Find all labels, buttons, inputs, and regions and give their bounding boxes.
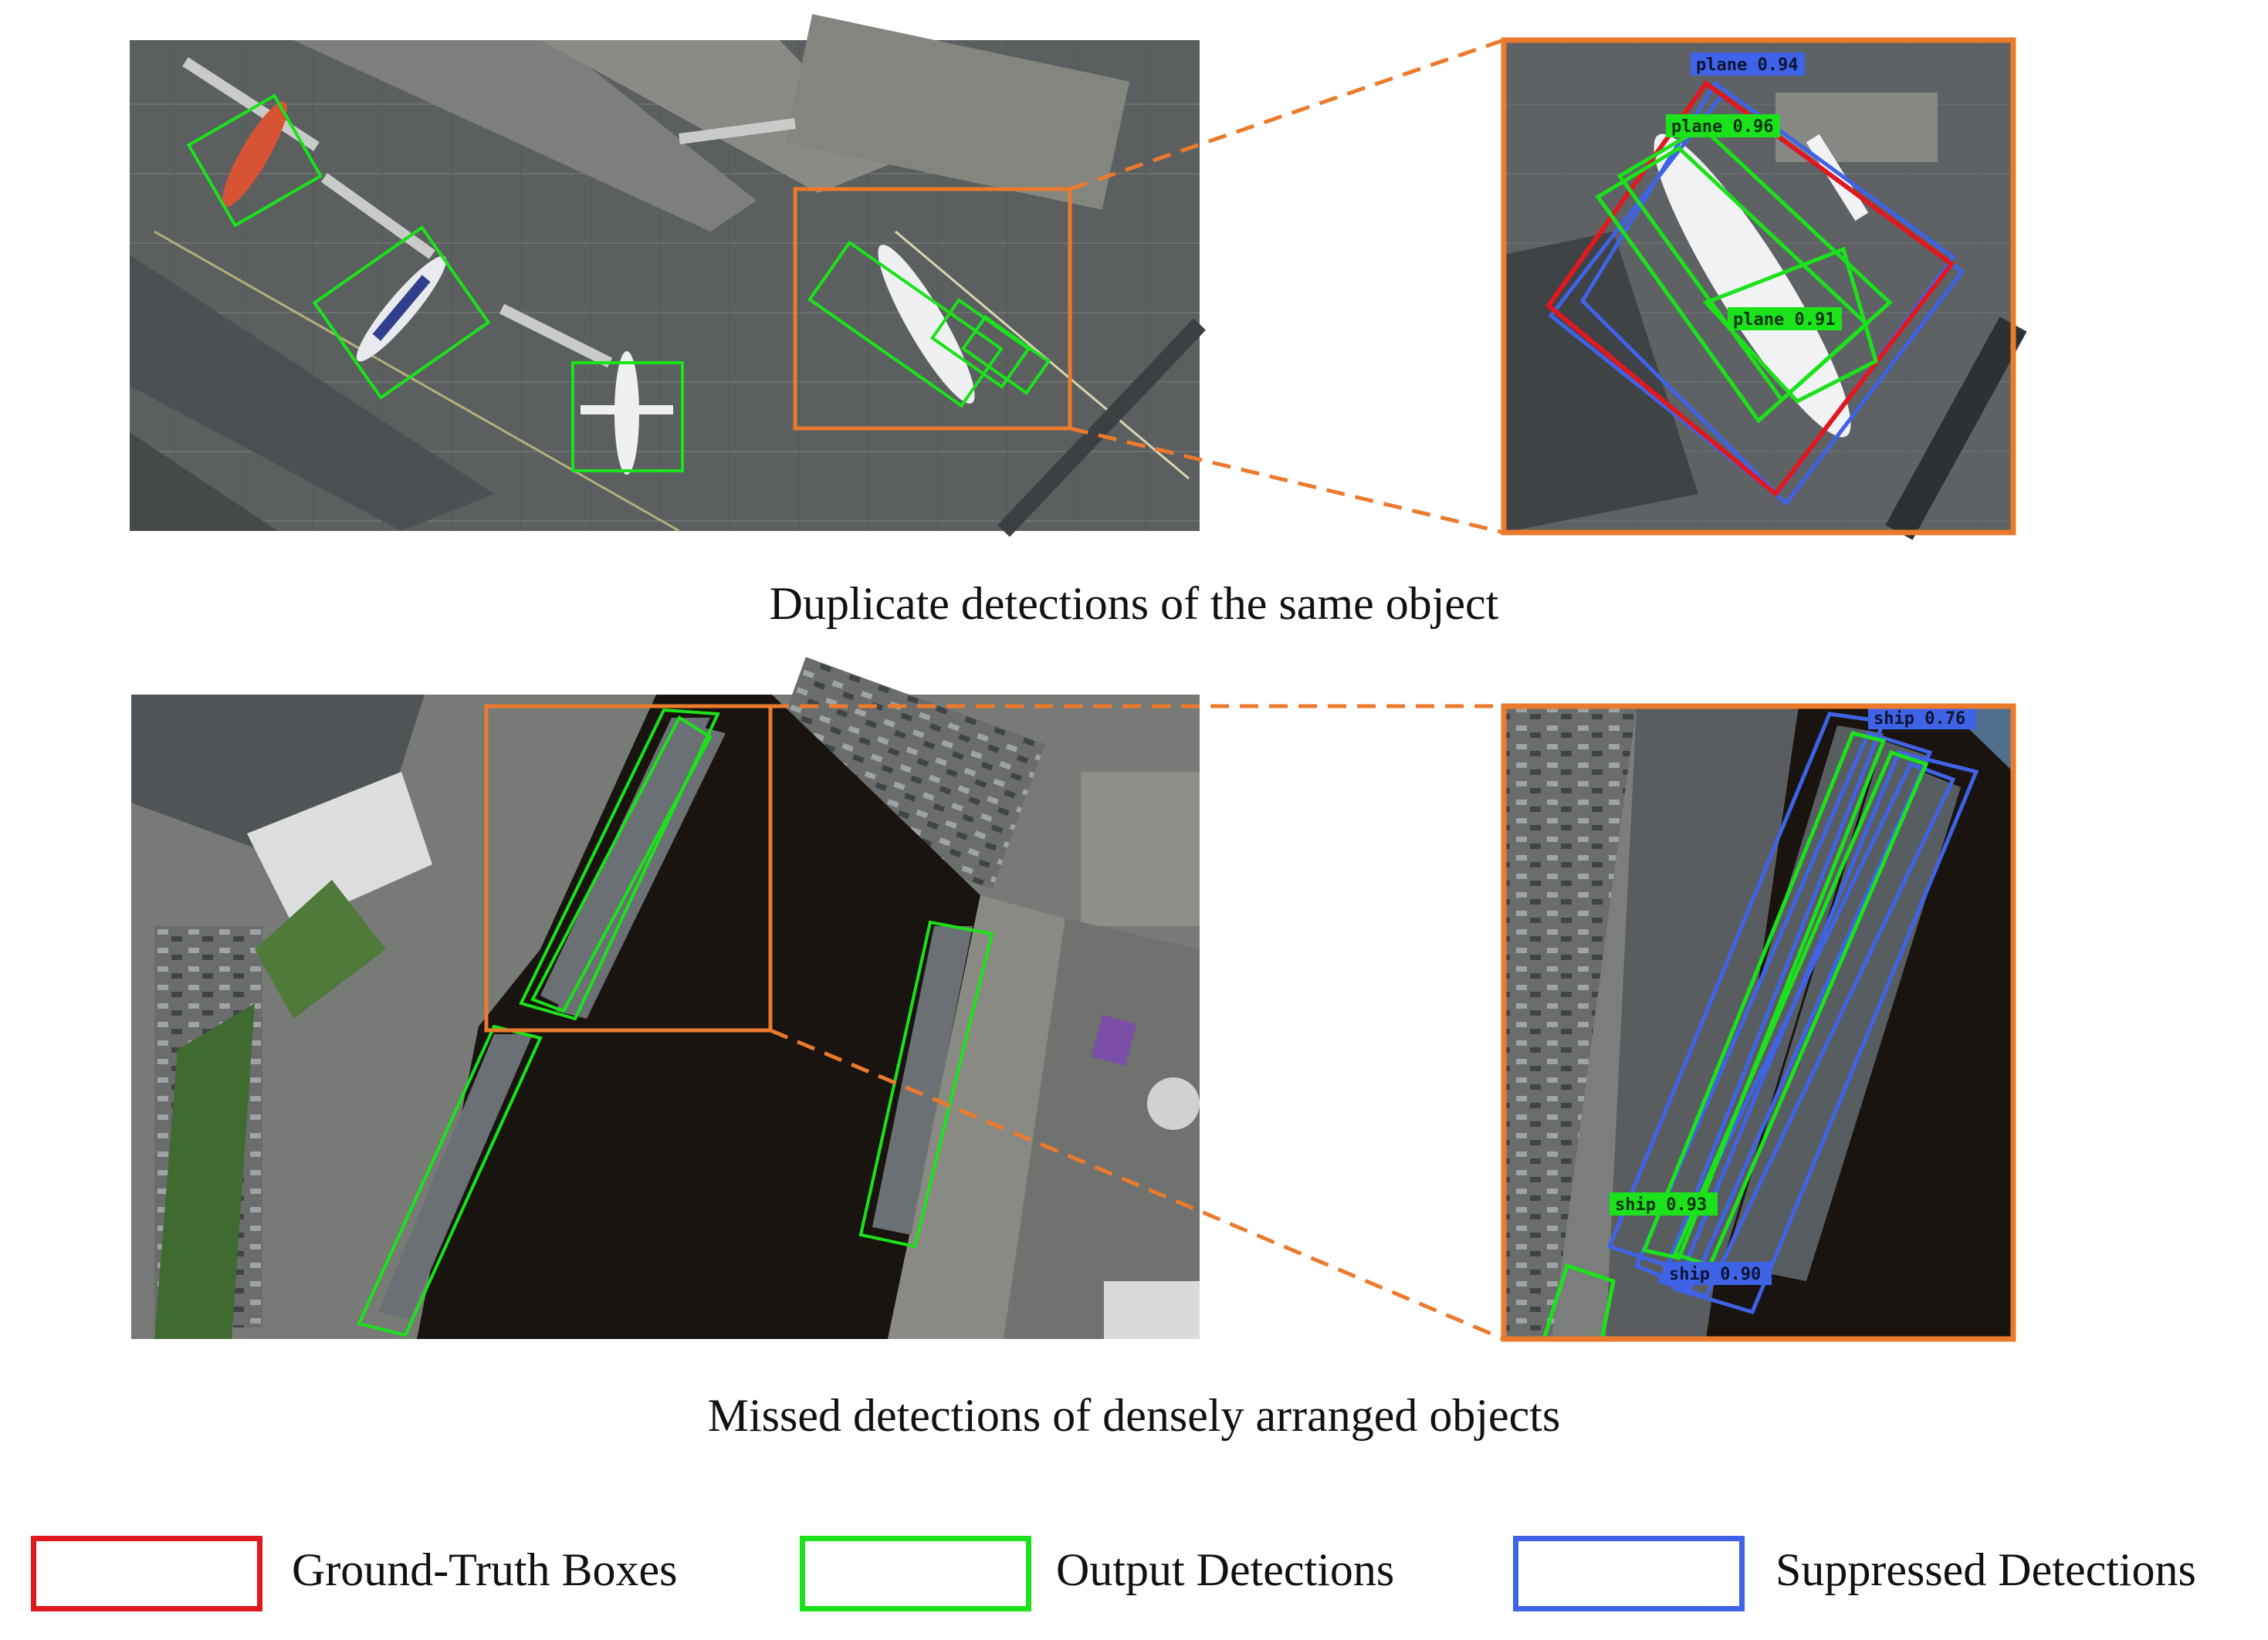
plane-1	[222, 101, 287, 208]
label-plane-suppressed: plane 0.94	[1696, 56, 1798, 75]
airport-zoom: plane 0.94 plane 0.96 plane 0.91	[1501, 37, 2027, 540]
harbor-zoom: ship 0.76 ship 0.93 ship 0.90	[1501, 703, 2016, 1342]
zoom-connector-bottom	[770, 704, 1505, 1341]
plane-2	[356, 255, 447, 362]
label-plane-output-2: plane 0.91	[1733, 310, 1835, 330]
label-ship-output: ship 0.93	[1615, 1195, 1707, 1215]
harbor-image	[131, 657, 1200, 1339]
legend-label-suppressed: Suppressed Detections	[1775, 1544, 2196, 1595]
caption-top: Duplicate detections of the same object	[769, 578, 1499, 629]
label-ship-suppressed-1: ship 0.76	[1874, 709, 1965, 729]
legend-swatch-output	[800, 1536, 1031, 1611]
zoom-connector-top	[1069, 38, 1505, 535]
label-plane-output-1: plane 0.96	[1671, 117, 1773, 137]
airport-image	[130, 14, 1206, 537]
legend-swatch-suppressed	[1513, 1536, 1745, 1611]
label-ship-suppressed-2: ship 0.90	[1669, 1265, 1761, 1284]
zoom-frame-bottom	[1501, 703, 2016, 1342]
legend-label-ground-truth: Ground-Truth Boxes	[292, 1544, 678, 1595]
plane-3	[581, 351, 673, 475]
zoom-region-bottom	[484, 704, 773, 1033]
zoom-frame-top	[1501, 37, 2016, 536]
legend-label-output: Output Detections	[1056, 1544, 1395, 1595]
legend-swatch-ground-truth	[31, 1536, 262, 1611]
caption-bottom: Missed detections of densely arranged ob…	[707, 1390, 1561, 1441]
zoom-region-top	[793, 187, 1072, 431]
